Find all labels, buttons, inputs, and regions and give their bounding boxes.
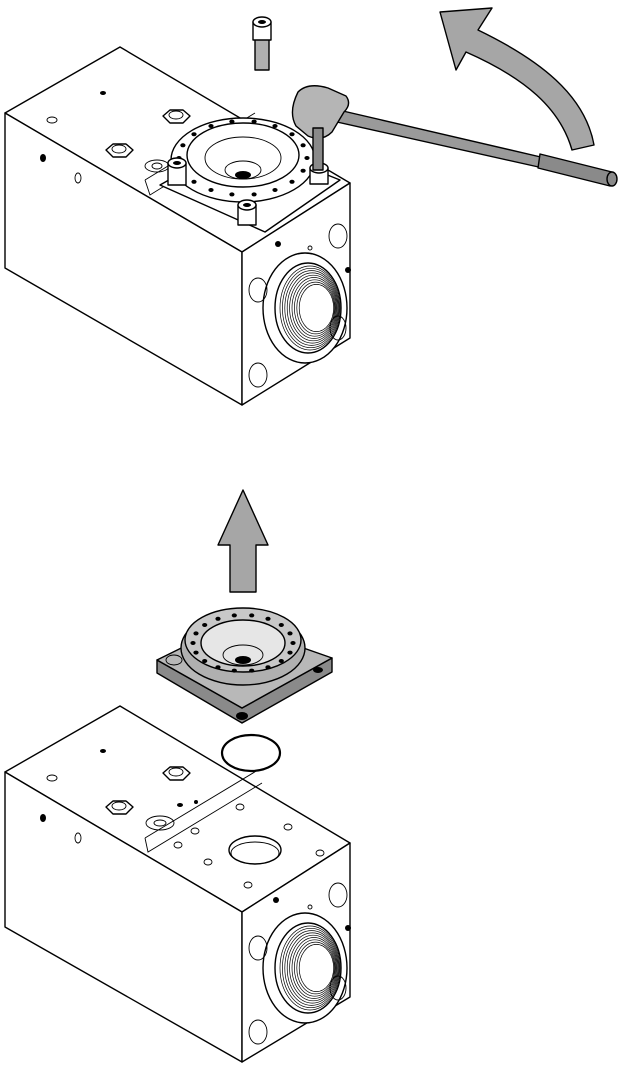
bolt-hole [272, 188, 278, 192]
bolt-hole [278, 659, 284, 663]
thread-ring [286, 932, 338, 1004]
thread-ring [286, 272, 338, 344]
thread-ring [296, 281, 335, 335]
thread-ring [294, 939, 336, 997]
threaded-port-icon [248, 223, 351, 388]
bolt-hole [215, 616, 221, 621]
flange-cover-icon [159, 117, 341, 233]
bolt-hole [304, 156, 310, 160]
thread-ring [279, 265, 341, 351]
bolt-hole [202, 659, 208, 663]
threaded-port-icon [248, 882, 351, 1045]
bolt-hole [289, 132, 295, 137]
removed-screw-icon [252, 16, 272, 71]
flange-cover-icon [156, 607, 333, 724]
bolt-hole [278, 623, 284, 627]
bolt-hole [287, 631, 293, 636]
bolt-hole [208, 188, 214, 192]
top-face-holes [40, 91, 106, 184]
bolt-hole [300, 168, 306, 173]
bolt-hole [289, 179, 295, 184]
thread-ring [291, 277, 337, 339]
bolt-hole [251, 192, 257, 197]
curved-arrow-icon [439, 7, 595, 151]
bolt-hole [202, 623, 208, 627]
bolt-circle [190, 613, 296, 673]
o-ring-icon [220, 733, 282, 773]
bolt-circle [176, 119, 310, 197]
thread-ring [282, 927, 340, 1009]
top-face-holes [40, 749, 325, 889]
bolt-hole [193, 650, 199, 655]
bolt-hole [215, 665, 221, 670]
bolt-hole [300, 143, 306, 148]
step-1-remove-screws [4, 7, 618, 406]
bolt-hole [265, 616, 271, 621]
hex-nut-icon [105, 766, 191, 831]
thread-ring [298, 944, 334, 992]
bolt-hole [191, 132, 197, 137]
thread-ring [294, 279, 336, 337]
up-arrow-icon [217, 489, 269, 593]
thread-ring [279, 925, 341, 1011]
hex-key-wrench-icon [291, 85, 618, 187]
thread-ring [289, 934, 338, 1002]
bolt-hole [193, 631, 199, 636]
bolt-hole [180, 143, 186, 148]
bolt-hole [272, 124, 278, 128]
bolt-hole [290, 641, 296, 645]
bolt-hole [265, 665, 271, 670]
thread-ring [296, 941, 335, 995]
step-2-lift-flange-cover [4, 489, 351, 1063]
bolt-hole [190, 641, 196, 645]
bolt-hole [287, 650, 293, 655]
thread-ring [289, 274, 338, 342]
bolt-hole [229, 119, 235, 124]
bolt-hole [208, 124, 214, 128]
bolt-hole [251, 119, 257, 124]
bolt-hole [249, 668, 255, 673]
bolt-hole [229, 192, 235, 197]
thread-ring [298, 284, 334, 332]
thread-ring [291, 937, 337, 999]
hex-nut-icon [105, 109, 191, 173]
thread-ring [282, 267, 340, 349]
bolt-hole [231, 668, 237, 673]
bolt-hole [191, 179, 197, 184]
thread-ring [284, 270, 339, 346]
bolt-hole [231, 613, 237, 618]
bolt-hole [249, 613, 255, 618]
thread-ring [284, 930, 339, 1006]
